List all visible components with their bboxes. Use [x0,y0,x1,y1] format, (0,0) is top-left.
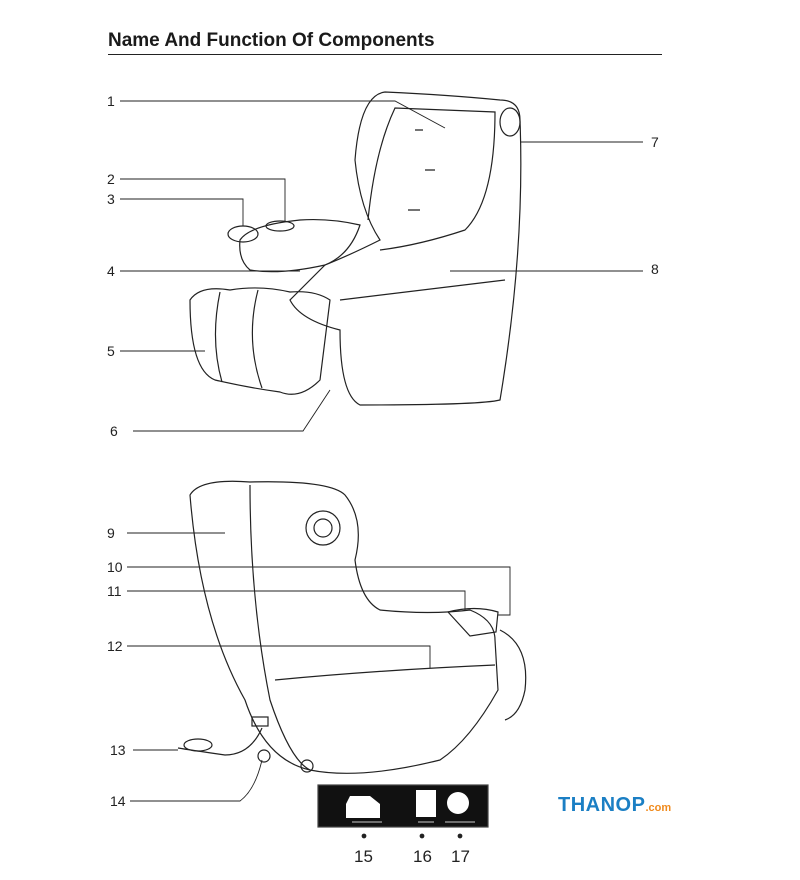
label-4: 4 [107,263,115,279]
leader-lines [120,100,643,802]
label-2: 2 [107,171,115,187]
label-6: 6 [110,423,118,439]
label-17: 17 [451,847,470,866]
label-7: 7 [651,134,659,150]
page-title: Name And Function Of Components [108,30,435,51]
front-chair-illustration [189,91,522,406]
thanop-logo: THANOP.com [558,794,671,817]
label-1: 1 [107,93,115,109]
label-15: 15 [354,847,373,866]
power-input-socket [346,796,380,818]
logo-main: THANOP [558,794,646,816]
label-16: 16 [413,847,432,866]
logo-suffix: .com [645,802,672,814]
label-14: 14 [110,793,126,809]
rear-chair-illustration [177,480,527,774]
label-8: 8 [651,261,659,277]
label-11: 11 [107,583,122,599]
label-10: 10 [107,559,123,575]
label-13: 13 [110,742,126,758]
connector-panel [317,784,489,839]
label-9: 9 [107,525,115,541]
power-switch [416,790,436,817]
label-5: 5 [107,343,115,359]
title-divider [108,54,662,55]
fuse-holder [447,792,469,814]
label-12: 12 [107,638,123,654]
label-3: 3 [107,191,115,207]
